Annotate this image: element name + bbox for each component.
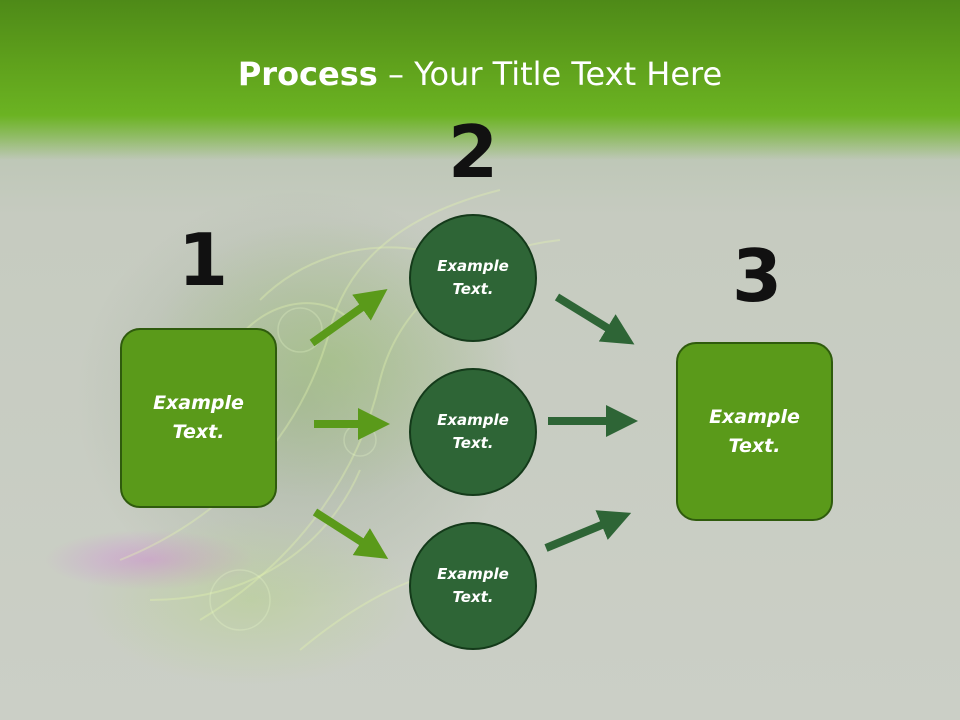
- step-number-2: 2: [448, 110, 499, 194]
- header-band: [0, 0, 960, 160]
- circle-middle-line1: Example: [437, 411, 509, 429]
- circle-top-line1: Example: [437, 257, 509, 275]
- circle-top: Example Text.: [409, 214, 537, 342]
- step-number-1: 1: [178, 218, 229, 302]
- title-rest: – Your Title Text Here: [377, 55, 723, 93]
- arrow-top-to-3: [554, 293, 635, 345]
- step-box-1-line1: Example: [153, 392, 244, 414]
- circle-middle: Example Text.: [409, 368, 537, 496]
- title-bold: Process: [237, 55, 378, 93]
- step-box-1: Example Text.: [120, 328, 277, 508]
- arrow-1-to-top: [309, 289, 388, 347]
- arrow-1-to-bottom: [312, 508, 389, 559]
- circle-bottom-line2: Text.: [452, 588, 494, 606]
- arrow-bottom-to-3: [544, 510, 632, 552]
- circle-middle-line2: Text.: [452, 434, 494, 452]
- circle-bottom-line1: Example: [437, 565, 509, 583]
- step-number-3: 3: [732, 234, 783, 318]
- slide-title: Process – Your Title Text Here: [0, 55, 960, 93]
- step-box-1-line2: Text.: [172, 421, 225, 443]
- step-box-3-line2: Text.: [728, 434, 781, 457]
- step-box-3-line1: Example: [709, 405, 800, 428]
- step-box-3: Example Text.: [676, 342, 833, 521]
- circle-bottom: Example Text.: [409, 522, 537, 650]
- circle-top-line2: Text.: [452, 280, 494, 298]
